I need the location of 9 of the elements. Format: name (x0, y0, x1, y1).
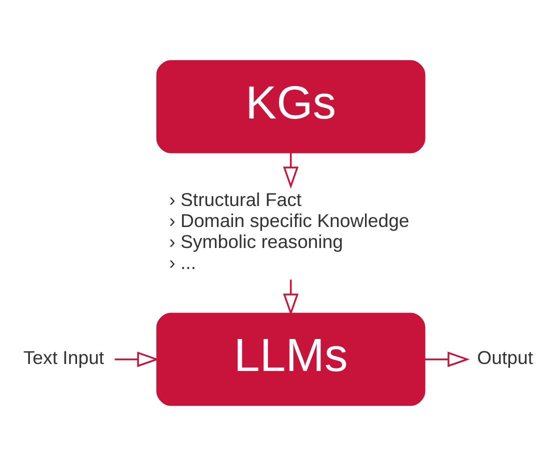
node-box: KGs (156, 60, 426, 154)
node-text: › Structural Fact › Domain specific Knowledge › Symbolic reasoning › ... (169, 188, 410, 273)
arrow (114, 352, 160, 368)
node-text: Output (477, 346, 534, 368)
arrow (283, 152, 299, 189)
node-box: LLMs (156, 312, 426, 406)
arrow (424, 352, 470, 368)
node-text: Text Input (23, 346, 104, 368)
arrow (283, 280, 299, 316)
